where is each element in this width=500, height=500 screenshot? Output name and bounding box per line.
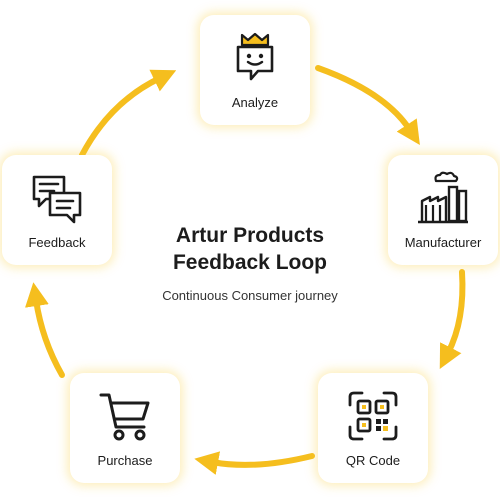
diagram-subtitle: Continuous Consumer journey — [162, 288, 338, 303]
qr-code-icon — [346, 389, 400, 443]
arrow-feedback-to-analyze — [79, 69, 177, 158]
step-label-analyze: Analyze — [231, 94, 279, 110]
arrow-analyze-to-manufacturer — [315, 65, 420, 146]
step-analyze-card: Analyze — [200, 15, 310, 125]
step-label-purchase: Purchase — [97, 452, 153, 468]
arrow-manufacturer-to-qrcode — [439, 269, 466, 370]
step-qrcode-card: QR Code — [318, 373, 428, 483]
step-manufacturer-card: Manufacturer — [388, 155, 498, 265]
step-label-qrcode: QR Code — [345, 452, 401, 468]
step-label-manufacturer: Manufacturer — [404, 234, 482, 250]
diagram-center: Artur Products Feedback Loop Continuous … — [100, 222, 400, 303]
arrow-purchase-to-feedback — [25, 282, 65, 378]
step-label-feedback: Feedback — [28, 234, 86, 250]
step-feedback-card: Feedback — [2, 155, 112, 265]
factory-icon — [416, 171, 470, 225]
step-purchase-card: Purchase — [70, 373, 180, 483]
diagram-title-line2: Feedback Loop — [172, 251, 328, 274]
arrow-qrcode-to-purchase — [194, 451, 315, 475]
diagram-title-line1: Artur Products — [175, 224, 325, 247]
chat-crown-icon — [228, 31, 282, 85]
chat-bubbles-icon — [30, 171, 84, 225]
shopping-cart-icon — [98, 389, 152, 443]
